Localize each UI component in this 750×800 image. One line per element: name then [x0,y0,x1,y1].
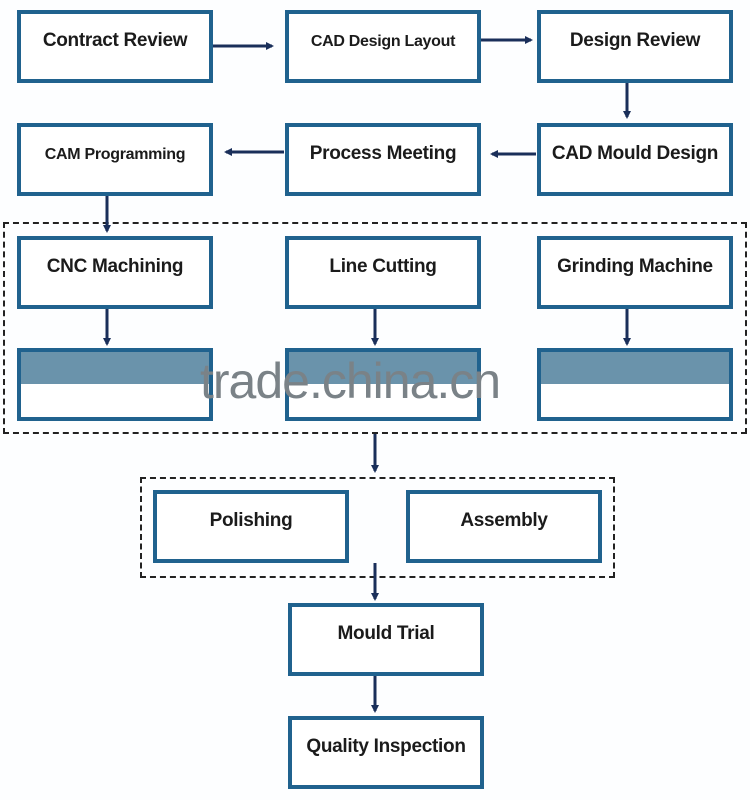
step-line-cutting: Line Cutting [285,236,481,309]
watermark: trade.china.cn [200,353,501,409]
step-contract-review: Contract Review [17,10,213,83]
step-grinding-machine: Grinding Machine [537,236,733,309]
step-mould-trial: Mould Trial [288,603,484,676]
step-design-review: Design Review [537,10,733,83]
watermark-band [541,352,729,384]
obscured-step-2 [285,348,481,421]
step-quality-inspection: Quality Inspection [288,716,484,789]
watermark-band [289,352,477,384]
obscured-step-1 [17,348,213,421]
obscured-step-3 [537,348,733,421]
watermark-band [21,352,209,384]
step-cnc-machining: CNC Machining [17,236,213,309]
step-cad-mould-design: CAD Mould Design [537,123,733,196]
step-process-meeting: Process Meeting [285,123,481,196]
step-polishing: Polishing [153,490,349,563]
step-cam-programming: CAM Programming [17,123,213,196]
finishing-group [140,477,615,578]
step-cad-design-layout: CAD Design Layout [285,10,481,83]
step-assembly: Assembly [406,490,602,563]
machining-group [3,222,747,434]
